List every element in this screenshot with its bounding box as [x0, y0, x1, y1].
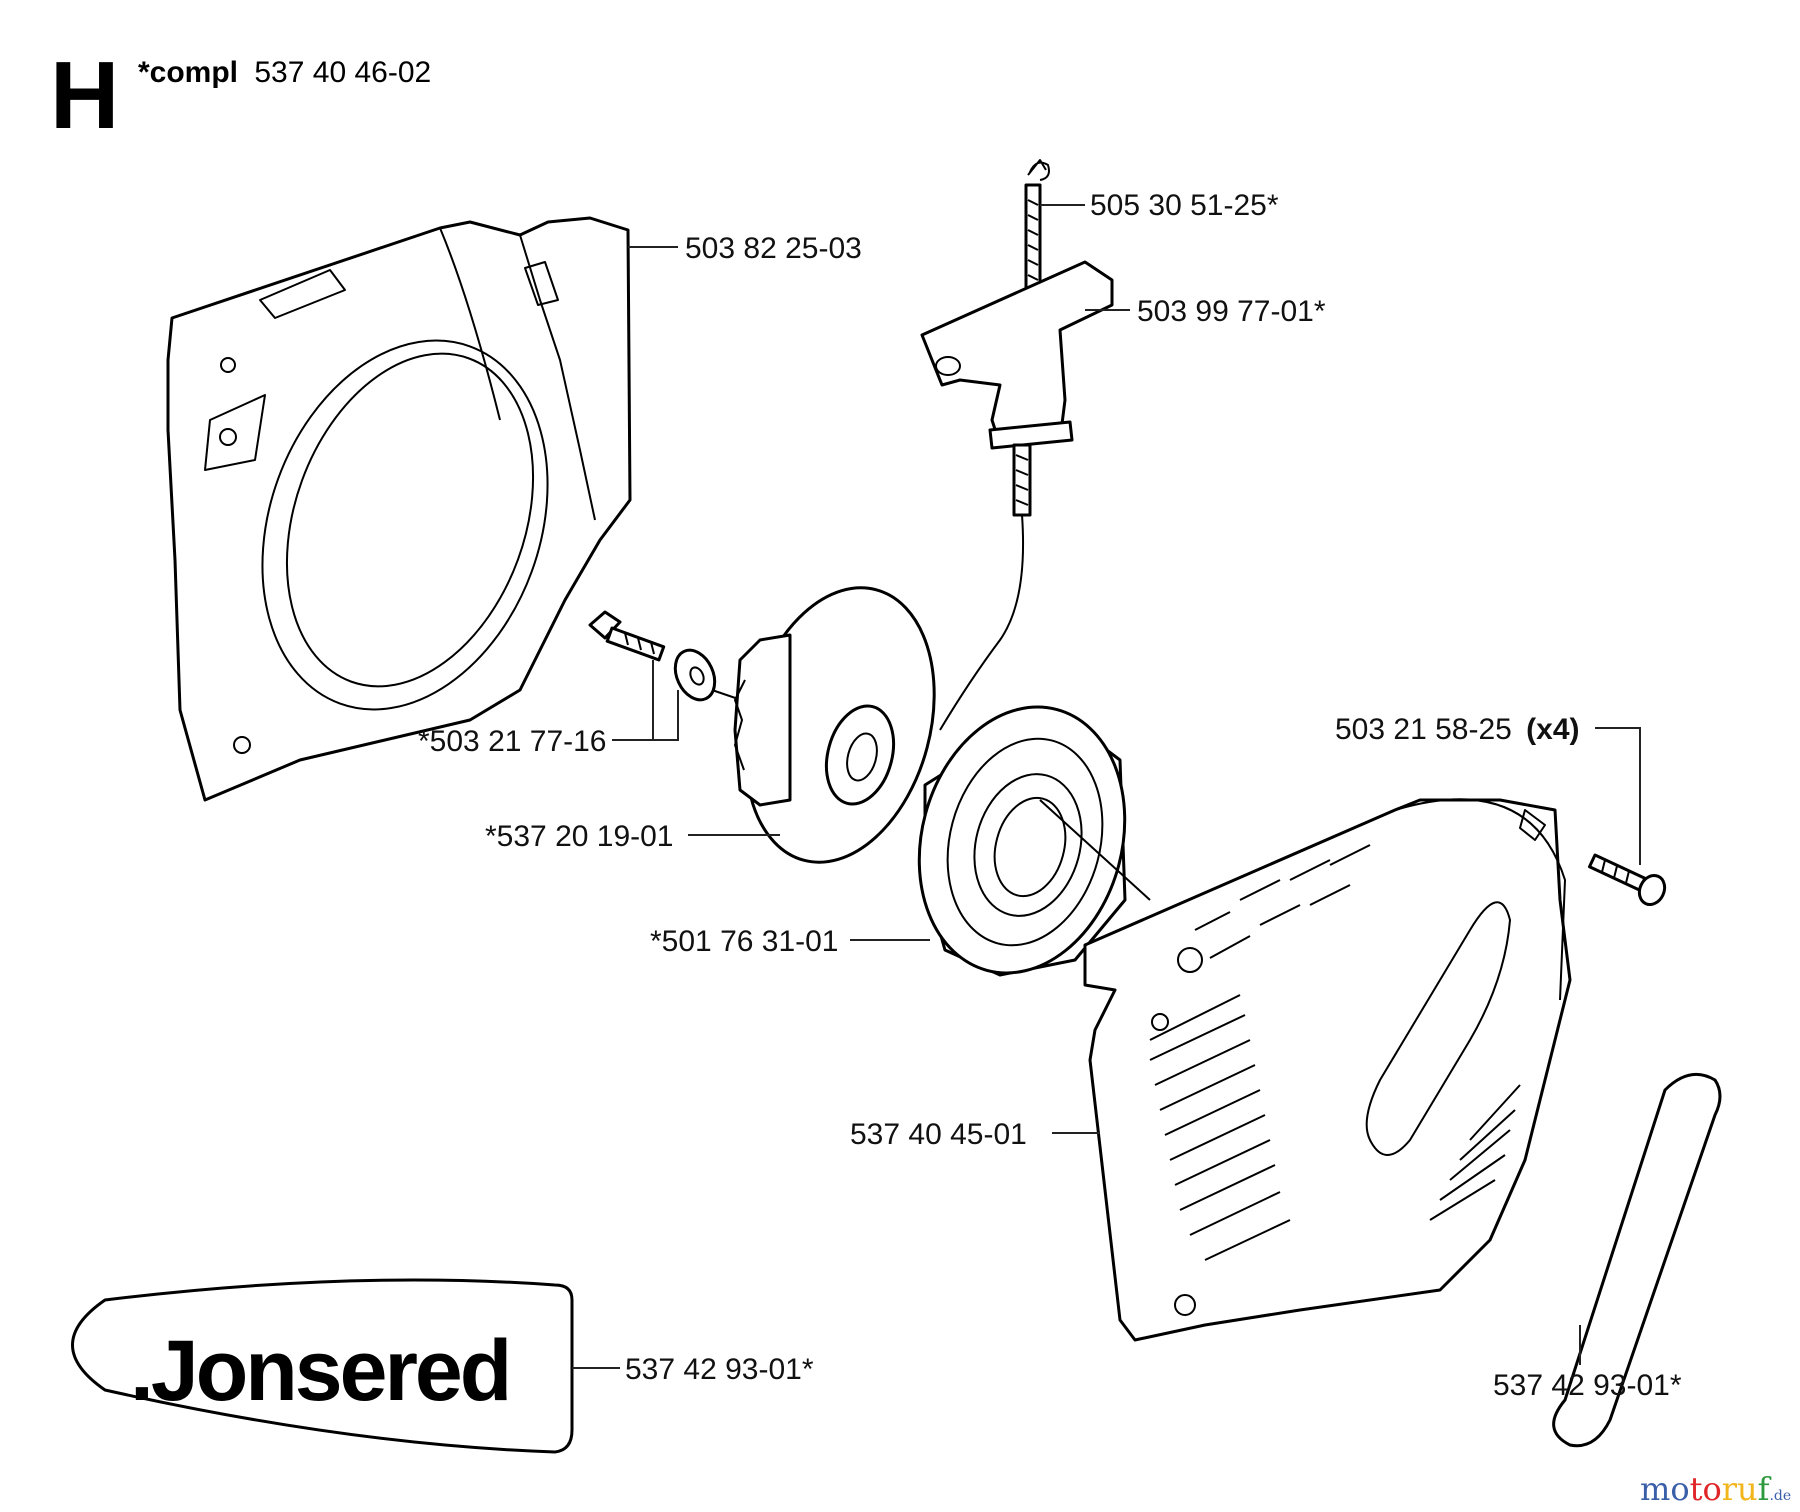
- rope-handle-part: [920, 159, 1114, 731]
- label-handle: 503 99 77-01*: [1137, 295, 1326, 328]
- pulley-part: [733, 586, 936, 864]
- decal-right-part: [1552, 1072, 1722, 1448]
- watermark-suffix: .de: [1769, 1488, 1791, 1504]
- bolt-part: [1588, 853, 1667, 907]
- watermark-part2: to: [1690, 1470, 1722, 1508]
- label-decal-left: 537 42 93-01*: [625, 1353, 814, 1386]
- label-bolt: 503 21 58-25 (x4): [1335, 713, 1580, 746]
- compl-label: *compl 537 40 46-02: [138, 56, 431, 89]
- fan-cover-part: [166, 216, 632, 802]
- brand-logo: .Jonsered: [130, 1323, 509, 1419]
- label-starter-housing: 537 40 45-01: [850, 1118, 1027, 1151]
- watermark-part4: f: [1758, 1470, 1772, 1508]
- bolt-number: 503 21 58-25: [1335, 713, 1512, 746]
- label-pulley: *537 20 19-01: [485, 820, 674, 853]
- label-spring-cassette: *501 76 31-01: [650, 925, 839, 958]
- label-fan-cover: 503 82 25-03: [685, 232, 862, 265]
- watermark-part3: ru: [1722, 1470, 1758, 1508]
- spring-cassette-part: [917, 705, 1151, 977]
- svg-text:motoruf.de: motoruf.de: [1640, 1470, 1791, 1508]
- label-screw-washer: *503 21 77-16: [418, 725, 607, 758]
- bolt-quantity: (x4): [1526, 713, 1579, 746]
- decal-left-part: .Jonsered: [71, 1278, 574, 1454]
- starter-housing-part: [1083, 798, 1572, 1342]
- compl-prefix: *compl: [138, 56, 238, 89]
- screw-washer-part: [588, 610, 801, 721]
- section-letter: H: [50, 42, 119, 149]
- label-rope-handle-pin: 505 30 51-25*: [1090, 189, 1279, 222]
- watermark-logo: motoruf.de: [1640, 1470, 1791, 1508]
- compl-number: 537 40 46-02: [254, 56, 431, 89]
- label-decal-right: 537 42 93-01*: [1493, 1369, 1682, 1402]
- watermark-part1: mo: [1640, 1470, 1690, 1508]
